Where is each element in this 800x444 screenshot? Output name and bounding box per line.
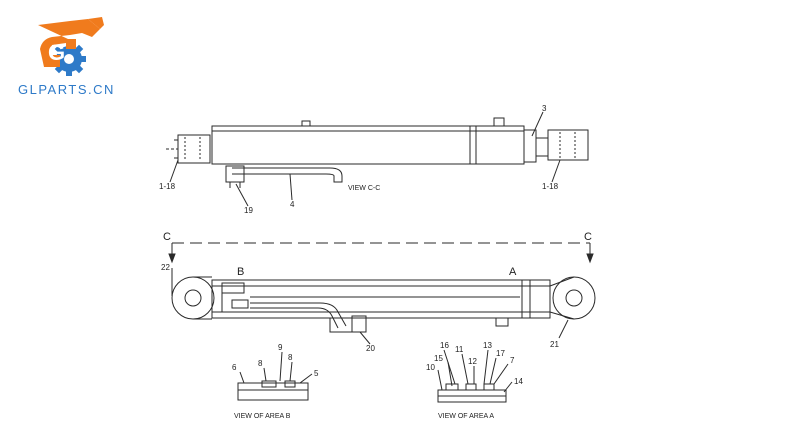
view-cc-labels: 1-18 1-18 3 19 4 VIEW C-C bbox=[159, 104, 559, 215]
area-b-labels: 6 8 9 8 5 VIEW OF AREA B bbox=[232, 343, 319, 420]
cylinder-main-view bbox=[171, 268, 596, 345]
area-label-b: B bbox=[237, 266, 244, 278]
section-label-c-right: C bbox=[584, 231, 592, 243]
label-item-21: 21 bbox=[550, 340, 559, 349]
detail-area-a bbox=[437, 349, 513, 403]
label-item-3: 3 bbox=[542, 104, 547, 113]
excavator-mark-icon: G bbox=[38, 17, 104, 67]
label-a-12: 12 bbox=[468, 357, 477, 366]
label-1-18-right: 1-18 bbox=[542, 182, 559, 191]
label-1-18-left: 1-18 bbox=[159, 182, 176, 191]
label-b-5: 5 bbox=[314, 369, 319, 378]
label-a-7: 7 bbox=[510, 356, 515, 365]
logo-text: GLPARTS.CN bbox=[18, 82, 115, 97]
label-b-8b: 8 bbox=[288, 353, 293, 362]
area-a-labels: 16 11 15 10 12 13 17 7 14 VIEW OF AREA A bbox=[426, 341, 523, 420]
glparts-logo: G bbox=[38, 17, 104, 76]
area-a-title: VIEW OF AREA A bbox=[438, 413, 494, 420]
label-a-10: 10 bbox=[426, 363, 435, 372]
area-b-title: VIEW OF AREA B bbox=[234, 413, 291, 420]
label-a-17: 17 bbox=[496, 349, 505, 358]
logo-mark-letter: G bbox=[48, 40, 65, 65]
label-item-22: 22 bbox=[161, 263, 170, 272]
section-label-c-left: C bbox=[163, 231, 171, 243]
label-a-15: 15 bbox=[434, 354, 443, 363]
label-b-8a: 8 bbox=[258, 359, 263, 368]
main-view-labels: C C B A 22 20 21 bbox=[161, 231, 592, 353]
view-cc-title: VIEW C-C bbox=[348, 185, 380, 192]
label-item-20: 20 bbox=[366, 344, 375, 353]
label-b-6: 6 bbox=[232, 363, 237, 372]
label-a-14: 14 bbox=[514, 377, 523, 386]
label-item-19: 19 bbox=[244, 206, 253, 215]
label-item-4: 4 bbox=[290, 200, 295, 209]
view-cc bbox=[166, 111, 589, 207]
label-a-16: 16 bbox=[440, 341, 449, 350]
label-a-11: 11 bbox=[455, 345, 464, 354]
label-a-13: 13 bbox=[483, 341, 492, 350]
label-b-9: 9 bbox=[278, 343, 283, 352]
detail-area-b bbox=[237, 351, 313, 401]
area-label-a: A bbox=[509, 266, 517, 278]
section-line-cc bbox=[168, 242, 594, 264]
